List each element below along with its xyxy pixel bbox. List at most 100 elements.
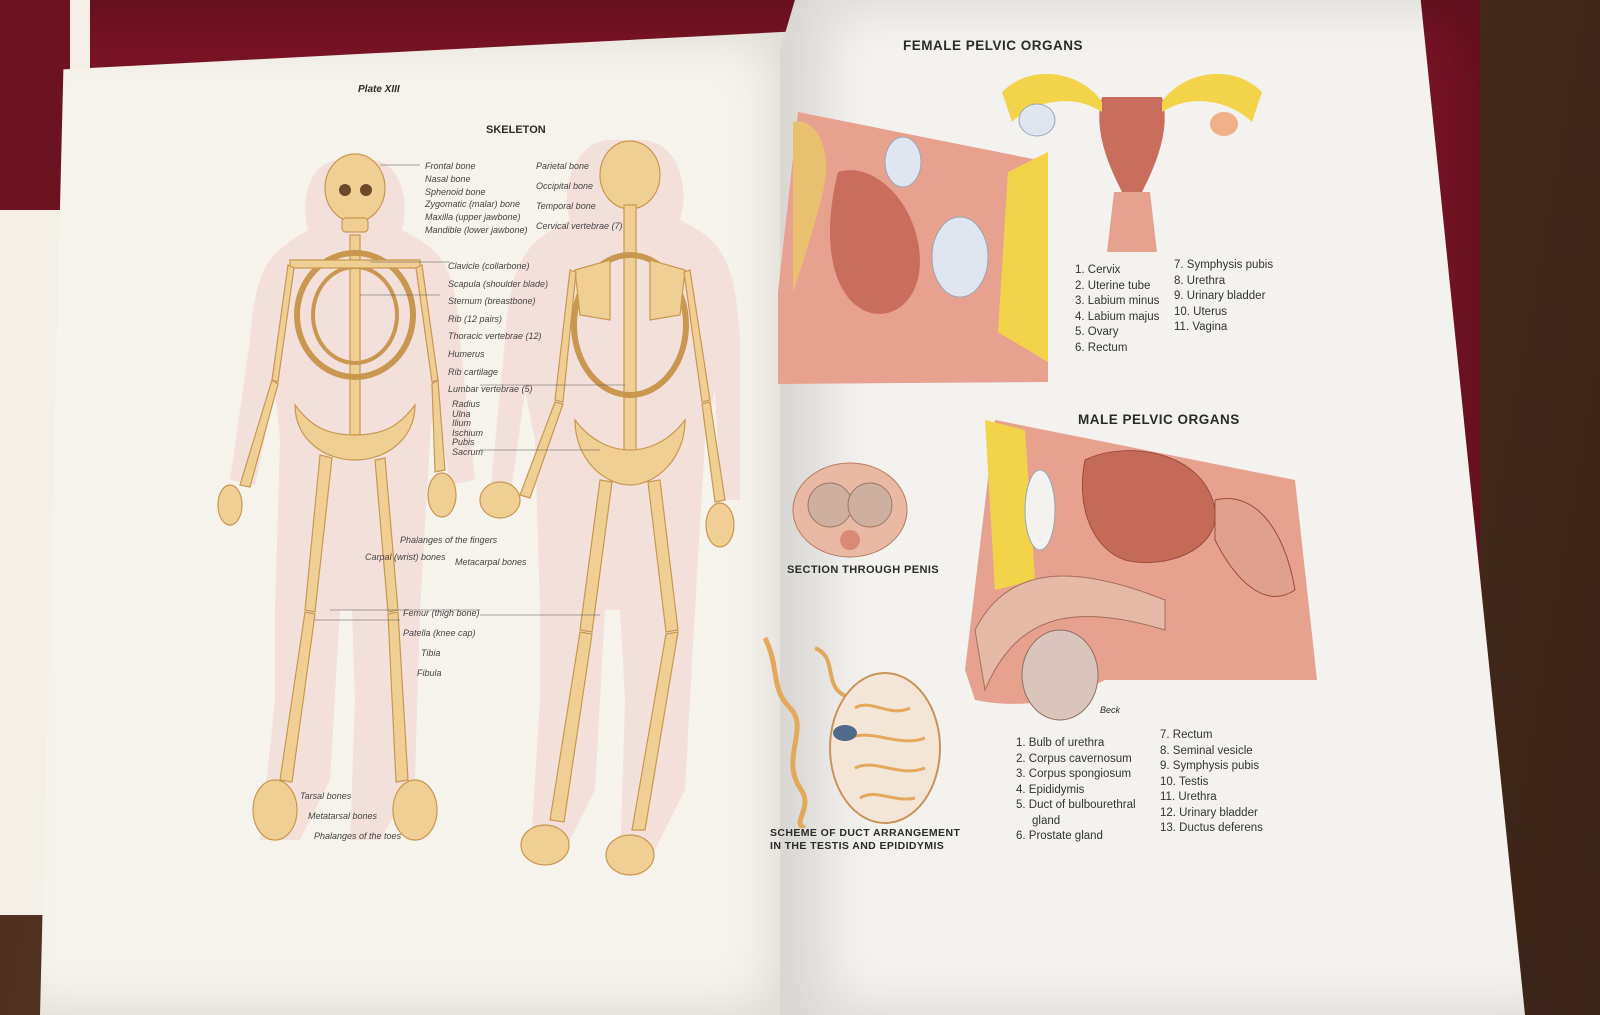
front-right-tibia [387, 611, 409, 783]
label-femur: Femur (thigh bone) [403, 608, 480, 618]
corpus-spongiosum [840, 530, 860, 550]
label-rib-cartilage: Rib cartilage [448, 366, 499, 377]
front-clavicle [289, 259, 421, 269]
male-legend-item: 2. Corpus cavernosum [1016, 752, 1132, 765]
male-legend-item: 12. Urinary bladder [1160, 806, 1258, 819]
back-right-forearm [701, 401, 726, 503]
female-sacrum [793, 121, 827, 292]
plate-number: Plate XIII [358, 84, 400, 95]
back-spine [623, 204, 637, 456]
right-uterine-tube [1162, 73, 1262, 122]
leg-labels: Femur (thigh bone) Patella (knee cap) Ti… [403, 603, 480, 683]
uterus-body [1099, 97, 1165, 192]
back-skull-labels: Parietal bone Occipital bone Temporal bo… [536, 156, 623, 236]
label-scapula: Scapula (shoulder blade) [448, 278, 549, 289]
label-frontal-bone: Frontal bone [425, 161, 476, 171]
label-patella: Patella (knee cap) [403, 628, 476, 638]
label-sternum: Sternum (breastbone) [448, 296, 536, 307]
male-legend-item: 13. Ductus deferens [1160, 822, 1263, 834]
label-humerus: Humerus [448, 348, 485, 359]
male-legend-item: 8. Seminal vesicle [1160, 744, 1253, 757]
male-legend-item: 1. Bulb of urethra [1016, 737, 1105, 749]
testis-duct-illustration [762, 636, 941, 828]
front-left-femur [304, 454, 333, 613]
right-scapula [649, 259, 686, 321]
testis-caption-line2: IN THE TESTIS AND EPIDIDYMIS [770, 840, 945, 852]
female-legend-item: 4. Labium majus [1075, 310, 1160, 323]
label-rib: Rib (12 pairs) [448, 313, 503, 324]
label-carpal-bones: Carpal (wrist) bones [365, 552, 446, 562]
male-legend-item: 3. Corpus spongiosum [1016, 768, 1132, 780]
label-mandible: Mandible (lower jawbone) [425, 224, 528, 235]
label-ischium: Ischium [452, 427, 484, 438]
back-pelvis [574, 418, 686, 486]
male-fat-layer [985, 420, 1035, 590]
skeleton-title: SKELETON [486, 124, 546, 136]
back-right-hand [705, 502, 735, 548]
front-skull [324, 153, 386, 223]
female-legend-item: 6. Rectum [1075, 341, 1128, 354]
front-left-hand [217, 484, 243, 526]
front-mandible [341, 217, 369, 233]
female-legend-item: 2. Uterine tube [1075, 279, 1151, 292]
eye-socket-left [339, 184, 351, 196]
front-ribcage [294, 250, 416, 380]
label-metatarsal-bones: Metatarsal bones [308, 811, 378, 821]
corpus-cavernosum-left [807, 482, 853, 528]
female-uterus [829, 170, 920, 314]
label-tarsal-bones: Tarsal bones [300, 791, 352, 801]
label-pubis: Pubis [452, 437, 475, 447]
female-legend-item: 1. Cervix [1075, 264, 1121, 276]
testis-caption-line1: SCHEME OF DUCT ARRANGEMENT [770, 827, 961, 839]
label-sphenoid-bone: Sphenoid bone [425, 186, 486, 197]
female-legend-item: 9. Urinary bladder [1174, 290, 1266, 302]
left-ovary [1018, 103, 1056, 137]
male-legend-col1: 1. Bulb of urethra 2. Corpus cavernosum … [1016, 736, 1136, 845]
female-legend-item: 11. Vagina [1174, 321, 1228, 333]
label-thoracic-vertebrae: Thoracic vertebrae (12) [448, 331, 542, 342]
male-legend-item: 11. Urethra [1160, 791, 1217, 803]
front-pelvis [294, 403, 416, 461]
vagina [1107, 192, 1157, 252]
male-legend-col2: 7. Rectum 8. Seminal vesicle 9. Symphysi… [1160, 728, 1263, 837]
ductus-deferens-coil [762, 636, 808, 828]
artist-signature: Beck [1100, 705, 1121, 715]
penis-section-caption: SECTION THROUGH PENIS [787, 564, 940, 576]
female-legend-item: 8. Urethra [1174, 274, 1226, 287]
front-left-forearm [239, 379, 279, 488]
penis-section-illustration [792, 462, 908, 558]
back-right-humerus [683, 269, 711, 403]
front-right-femur [374, 457, 399, 613]
male-legend-item: 4. Epididymis [1016, 783, 1085, 796]
male-legend-item: 5. Duct of bulbourethral [1016, 799, 1136, 811]
left-scapula [574, 259, 611, 321]
male-legend-item: 7. Rectum [1160, 729, 1213, 741]
foot-labels: Tarsal bones Metatarsal bones Phalanges … [300, 786, 401, 846]
label-cervical-vertebrae: Cervical vertebrae (7) [536, 221, 623, 231]
label-phalanges-toes: Phalanges of the toes [314, 831, 402, 841]
front-right-hand [427, 472, 457, 518]
testis-body [829, 672, 941, 824]
female-uterus-frontal-illustration [1002, 73, 1262, 252]
book-cover-corner [0, 0, 70, 210]
back-left-humerus [554, 269, 577, 403]
back-right-foot [605, 834, 655, 876]
label-zygomatic-bone: Zygomatic (malar) bone [425, 199, 521, 210]
female-ovary [884, 136, 922, 188]
female-fat-layer [998, 152, 1048, 362]
back-left-hand [479, 481, 521, 519]
front-left-foot [252, 779, 298, 841]
label-radius: Radius [452, 399, 481, 409]
front-skull-labels: Frontal bone Nasal bone Sphenoid bone Zy… [425, 160, 528, 237]
male-penis-shaft [974, 575, 1166, 692]
male-symphysis [1024, 469, 1056, 551]
label-metacarpal-bones: Metacarpal bones [455, 557, 527, 567]
male-title: MALE PELVIC ORGANS [1078, 412, 1240, 427]
female-title: FEMALE PELVIC ORGANS [903, 38, 1084, 53]
label-lumbar-vertebrae: Lumbar vertebrae (5) [448, 384, 533, 395]
label-fibula: Fibula [417, 668, 442, 678]
female-legend-item: 5. Ovary [1075, 326, 1119, 338]
back-right-femur [647, 479, 679, 633]
female-bladder [931, 216, 989, 298]
back-left-femur [579, 479, 613, 633]
